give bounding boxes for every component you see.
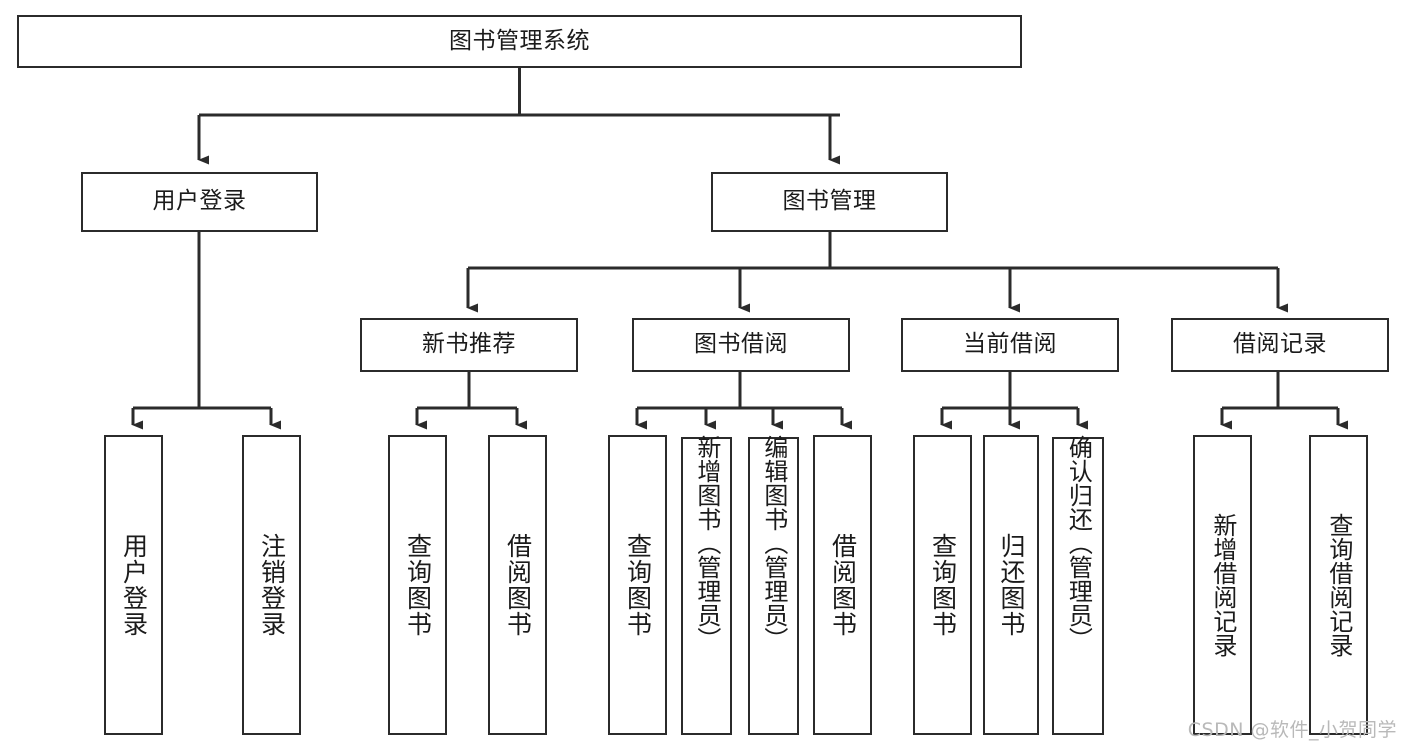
node-root[interactable]: 图书管理系统 bbox=[17, 15, 1022, 68]
leaf-label: 借阅图书 bbox=[828, 533, 858, 637]
node-user-login-label: 用户登录 bbox=[152, 188, 247, 215]
leaf-current-return-book[interactable]: 归还图书 bbox=[983, 435, 1039, 735]
node-user-login[interactable]: 用户登录 bbox=[81, 172, 318, 232]
node-book-management[interactable]: 图书管理 bbox=[711, 172, 948, 232]
leaf-label: 查询图书 bbox=[928, 533, 958, 637]
node-current-borrow-label: 当前借阅 bbox=[963, 331, 1057, 358]
leaf-current-query-book[interactable]: 查询图书 bbox=[913, 435, 972, 735]
leaf-current-confirm-return-admin[interactable]: 确认归还（管理员） bbox=[1052, 435, 1104, 735]
leaf-record-query-record[interactable]: 查询借阅记录 bbox=[1309, 435, 1368, 735]
node-root-label: 图书管理系统 bbox=[449, 27, 590, 54]
leaf-label: 查询图书 bbox=[403, 533, 433, 637]
node-new-book-recommend-label: 新书推荐 bbox=[422, 331, 516, 358]
leaf-borrow-borrow-book[interactable]: 借阅图书 bbox=[813, 435, 872, 735]
leaf-record-add-record[interactable]: 新增借阅记录 bbox=[1193, 435, 1252, 735]
leaf-label: 借阅图书 bbox=[503, 533, 533, 637]
node-book-borrow-label: 图书借阅 bbox=[694, 331, 788, 358]
leaf-label: 新增图书（管理员） bbox=[692, 435, 721, 651]
csdn-watermark: CSDN @软件_小贺同学 bbox=[1187, 719, 1397, 741]
leaf-borrow-edit-book-admin[interactable]: 编辑图书（管理员） bbox=[748, 435, 799, 735]
leaf-recommend-borrow-book[interactable]: 借阅图书 bbox=[488, 435, 547, 735]
leaf-label: 查询借阅记录 bbox=[1324, 513, 1353, 657]
leaf-label: 用户登录 bbox=[119, 533, 149, 637]
node-book-borrow[interactable]: 图书借阅 bbox=[632, 318, 850, 372]
leaf-user-login-signin[interactable]: 用户登录 bbox=[104, 435, 163, 735]
leaf-borrow-query-book[interactable]: 查询图书 bbox=[608, 435, 667, 735]
node-borrow-record-label: 借阅记录 bbox=[1233, 331, 1327, 358]
node-book-management-label: 图书管理 bbox=[782, 188, 877, 215]
leaf-recommend-query-book[interactable]: 查询图书 bbox=[388, 435, 447, 735]
leaf-label: 确认归还（管理员） bbox=[1064, 435, 1093, 651]
leaf-label: 注销登录 bbox=[257, 533, 287, 637]
leaf-label: 新增借阅记录 bbox=[1208, 513, 1237, 657]
leaf-borrow-add-book-admin[interactable]: 新增图书（管理员） bbox=[681, 435, 732, 735]
leaf-label: 查询图书 bbox=[623, 533, 653, 637]
node-borrow-record[interactable]: 借阅记录 bbox=[1171, 318, 1389, 372]
node-new-book-recommend[interactable]: 新书推荐 bbox=[360, 318, 578, 372]
leaf-label: 归还图书 bbox=[997, 533, 1026, 637]
node-current-borrow[interactable]: 当前借阅 bbox=[901, 318, 1119, 372]
leaf-label: 编辑图书（管理员） bbox=[759, 435, 788, 651]
leaf-user-login-signout[interactable]: 注销登录 bbox=[242, 435, 301, 735]
